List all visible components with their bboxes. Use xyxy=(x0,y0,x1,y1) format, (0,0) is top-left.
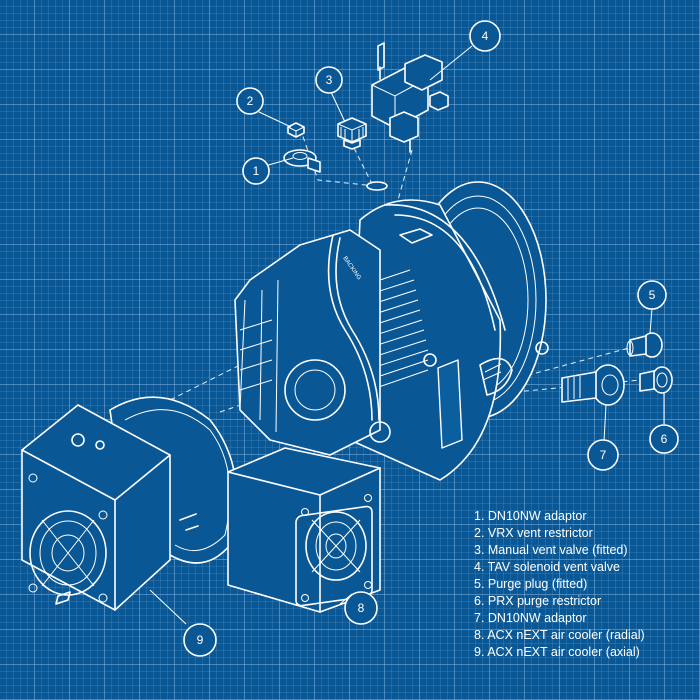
part-5-purge-plug xyxy=(626,332,663,358)
callout-9: 9 xyxy=(183,623,217,657)
legend-item-1: 1. DN10NW adaptor xyxy=(474,509,587,523)
part-3-manual-vent-valve xyxy=(337,117,388,191)
backing-housing xyxy=(234,229,381,456)
legend-item-3: 3. Manual vent valve (fitted) xyxy=(474,543,628,557)
legend-item-2: 2. VRX vent restrictor xyxy=(474,526,593,540)
part-4-tav-solenoid-vent-valve xyxy=(371,42,449,153)
part-1-dn10nw-adaptor xyxy=(283,149,321,173)
callout-9-number: 9 xyxy=(197,633,204,647)
callout-5: 5 xyxy=(637,280,667,310)
callout-4-number: 4 xyxy=(482,29,489,43)
callout-8: 8 xyxy=(344,591,378,625)
turbo-pump-body: BACKING xyxy=(234,181,549,481)
legend-item-5: 5. Purge plug (fitted) xyxy=(474,577,588,591)
callout-7: 7 xyxy=(587,439,619,471)
callout-3-number: 3 xyxy=(326,73,333,87)
callout-1-number: 1 xyxy=(253,164,260,178)
callout-4: 4 xyxy=(469,20,501,52)
callout-6: 6 xyxy=(649,424,679,454)
legend-item-8: 8. ACX nEXT air cooler (radial) xyxy=(474,628,645,642)
legend-item-7: 7. DN10NW adaptor xyxy=(474,611,587,625)
logo-mark xyxy=(399,228,433,244)
legend-item-6: 6. PRX purge restrictor xyxy=(474,594,602,608)
callout-1: 1 xyxy=(242,157,270,185)
callout-8-number: 8 xyxy=(358,601,365,615)
part-2-vrx-vent-restrictor xyxy=(287,122,305,138)
callout-3: 3 xyxy=(315,66,343,94)
callout-6-number: 6 xyxy=(661,432,668,446)
callout-7-number: 7 xyxy=(600,448,607,462)
legend-item-4: 4. TAV solenoid vent valve xyxy=(474,560,620,574)
axial-air-cooler xyxy=(21,396,238,611)
part-6-prx-purge-restrictor xyxy=(639,366,673,394)
legend-item-9: 9. ACX nEXT air cooler (axial) xyxy=(474,645,640,659)
radial-air-cooler xyxy=(227,447,381,613)
callout-2: 2 xyxy=(236,87,264,115)
callout-2-number: 2 xyxy=(247,94,254,108)
parts-legend: 1. DN10NW adaptor 2. VRX vent restrictor… xyxy=(474,508,645,661)
callout-5-number: 5 xyxy=(649,288,656,302)
leader-lines xyxy=(149,45,665,625)
part-7-dn10nw-adaptor xyxy=(561,364,625,406)
